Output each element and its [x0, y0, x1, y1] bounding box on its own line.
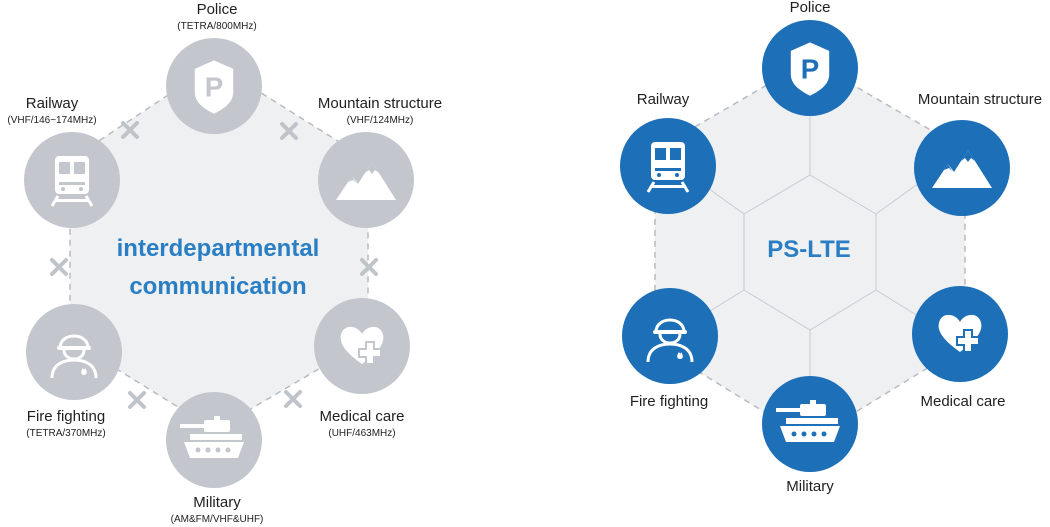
- node-name: Mountain structure: [317, 95, 443, 112]
- node-name: Railway: [25, 95, 79, 112]
- node-name: Military: [193, 494, 241, 511]
- left-label-railway: Railway (VHF/146~174MHz): [7, 95, 97, 126]
- node-name: Military: [786, 478, 834, 495]
- left-node-medical: [314, 298, 410, 394]
- right-label-fire: Fire fighting: [629, 393, 709, 411]
- left-node-military: [166, 392, 262, 488]
- x-mark-police-mountain: [280, 122, 298, 140]
- x-mark-police-railway: [121, 121, 139, 139]
- left-label-police: Police (TETRA/800MHz): [177, 1, 257, 32]
- right-node-railway: [620, 118, 716, 214]
- center-line-2: communication: [129, 273, 307, 301]
- node-name: Fire fighting: [26, 408, 106, 425]
- x-mark-mountain-medical: [360, 258, 378, 276]
- left-label-military: Military (AM&FM/VHF&UHF): [170, 494, 264, 525]
- left-diagram: [24, 38, 414, 488]
- left-node-mountain: [318, 132, 414, 228]
- node-name: Medical care: [319, 408, 405, 425]
- node-name: Police: [196, 1, 238, 18]
- right-center-text: PS-LTE: [767, 236, 851, 263]
- left-label-fire: Fire fighting (TETRA/370MHz): [26, 408, 106, 439]
- right-diagram: [620, 20, 1010, 472]
- node-frequency: (VHF/124MHz): [346, 114, 414, 126]
- x-mark-military-medical: [284, 390, 302, 408]
- right-label-medical: Medical care: [920, 393, 1006, 411]
- node-name: Police: [789, 0, 831, 16]
- right-node-military: [762, 376, 858, 472]
- node-name: Medical care: [920, 393, 1006, 410]
- node-frequency: (UHF/463MHz): [328, 427, 396, 439]
- node-name: Railway: [636, 91, 690, 108]
- node-name: Fire fighting: [629, 393, 709, 410]
- left-center-text: interdepartmental communication: [117, 230, 320, 307]
- right-node-medical: [912, 286, 1008, 382]
- node-frequency: (AM&FM/VHF&UHF): [170, 513, 264, 525]
- right-label-mountain: Mountain structure: [917, 91, 1043, 109]
- node-frequency: (TETRA/800MHz): [177, 20, 257, 32]
- left-label-medical: Medical care (UHF/463MHz): [319, 408, 405, 439]
- node-frequency: (VHF/146~174MHz): [7, 114, 97, 126]
- right-label-police: Police: [790, 0, 831, 17]
- right-node-fire: [622, 288, 718, 384]
- right-node-mountain: [914, 120, 1010, 216]
- x-mark-fire-military: [128, 391, 146, 409]
- left-label-mountain: Mountain structure (VHF/124MHz): [317, 95, 443, 126]
- right-label-railway: Railway: [636, 91, 690, 109]
- center-line-1: interdepartmental: [116, 235, 320, 262]
- node-name: Mountain structure: [917, 91, 1043, 108]
- right-label-military: Military: [786, 478, 834, 496]
- right-node-police: [762, 20, 858, 116]
- left-node-fire: [26, 304, 122, 400]
- x-mark-railway-fire: [50, 258, 68, 276]
- left-node-police: [166, 38, 262, 134]
- left-node-railway: [24, 132, 120, 228]
- node-frequency: (TETRA/370MHz): [26, 427, 106, 439]
